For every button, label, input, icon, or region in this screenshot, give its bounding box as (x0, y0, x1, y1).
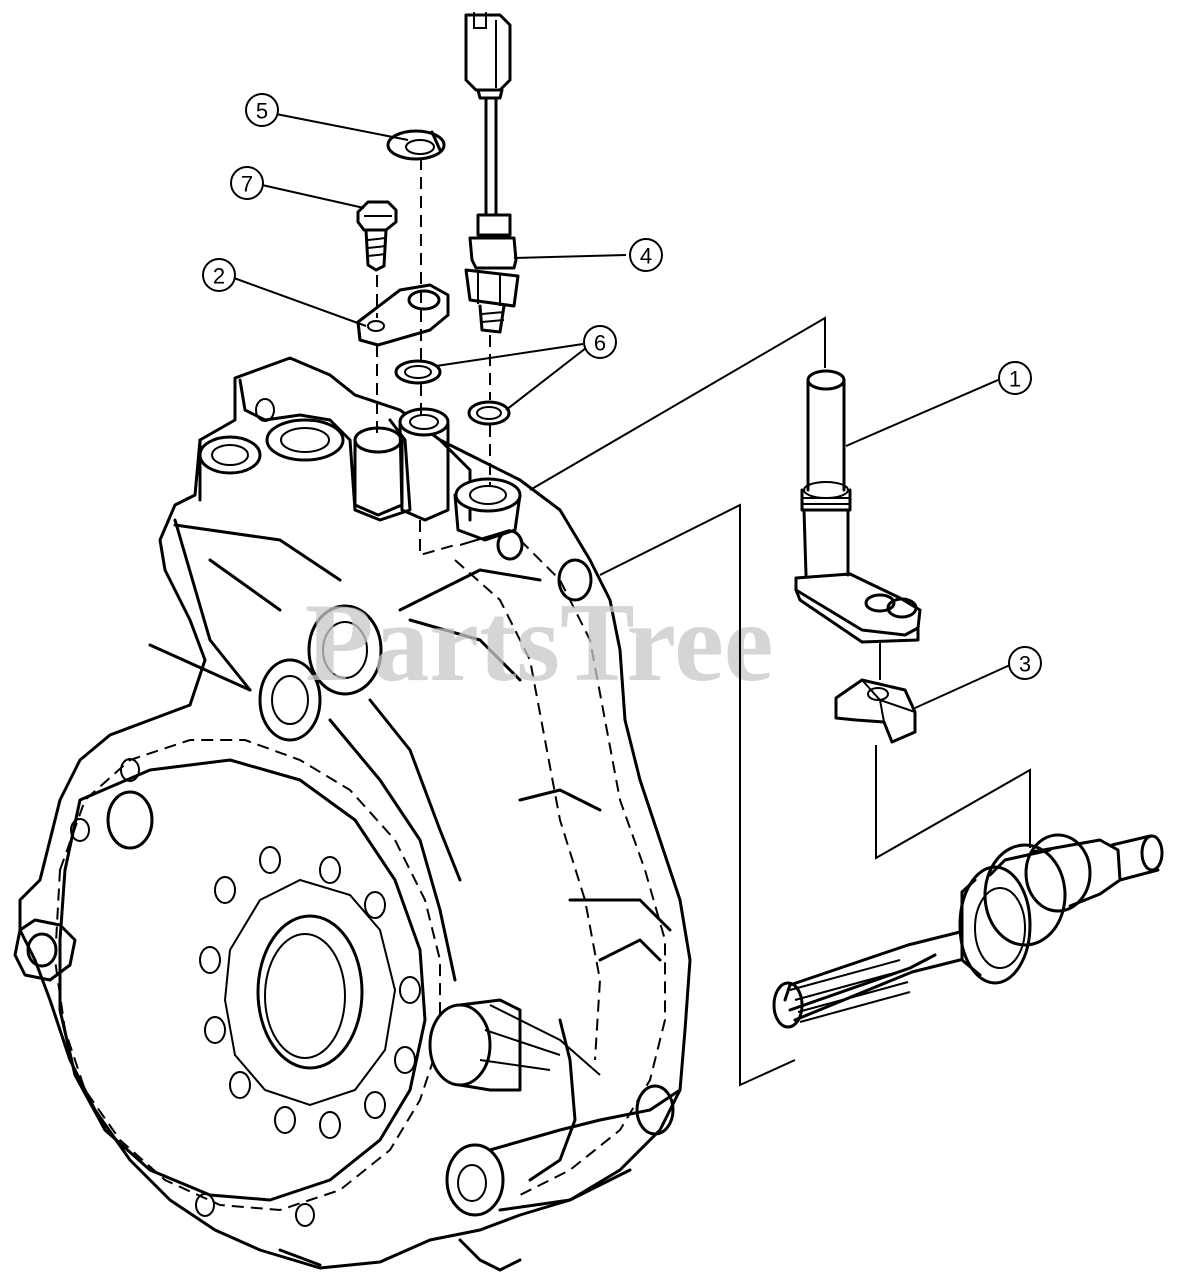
watermark-text: PartsTree (305, 581, 774, 705)
part-shift-shaft (794, 369, 922, 644)
callout-1: 1 (998, 361, 1032, 395)
callout-5-label: 5 (256, 99, 268, 124)
leader-lines (233, 113, 1011, 709)
part-o-rings (394, 359, 511, 426)
callout-1-label: 1 (1009, 367, 1021, 392)
part-sensor-switch (464, 12, 520, 334)
callout-7: 7 (230, 166, 264, 200)
callout-2: 2 (202, 258, 236, 292)
assembly-lines (376, 158, 1031, 1087)
part-output-shaft (772, 833, 1164, 1029)
transmission-housing (13, 356, 692, 1272)
part-shifter-block (834, 678, 917, 744)
callout-4-label: 4 (640, 244, 652, 269)
callout-3: 3 (1008, 646, 1042, 680)
part-retaining-ring (386, 129, 446, 161)
callout-2-label: 2 (213, 264, 225, 289)
callout-6-label: 6 (594, 331, 606, 356)
callout-7-label: 7 (241, 172, 253, 197)
part-hex-bolt (356, 200, 398, 272)
part-bracket-plate (356, 283, 450, 347)
callout-3-label: 3 (1019, 652, 1031, 677)
callout-4: 4 (629, 238, 663, 272)
callout-5: 5 (245, 93, 279, 127)
callout-6: 6 (583, 325, 617, 359)
